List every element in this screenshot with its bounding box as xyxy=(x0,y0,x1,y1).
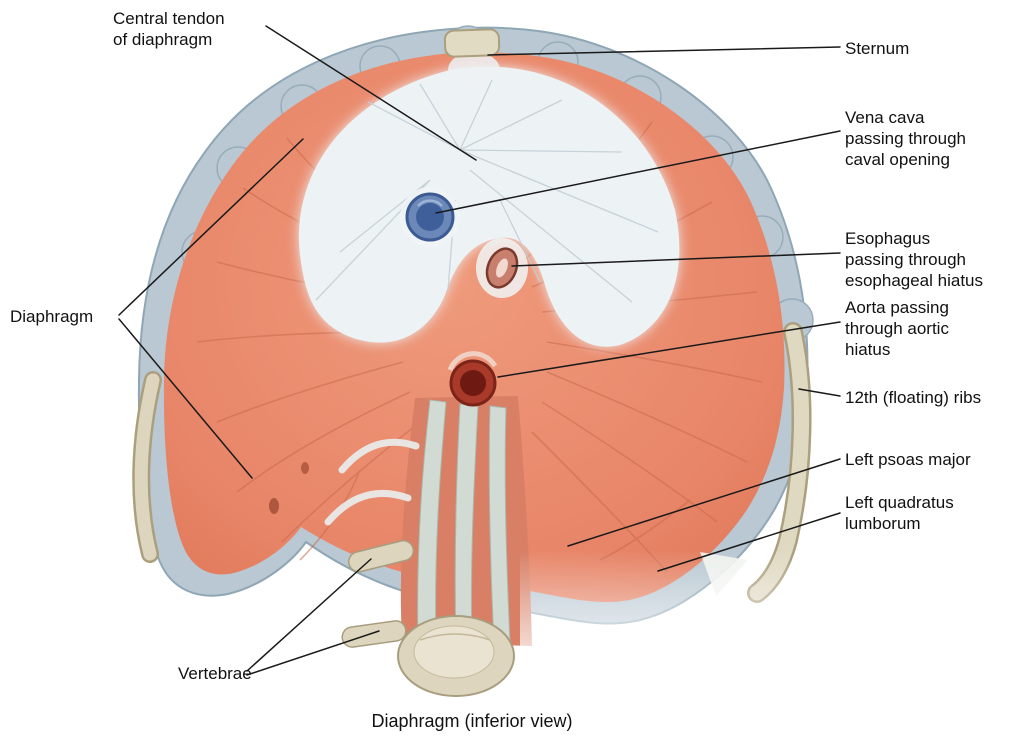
label-sternum: Sternum xyxy=(845,39,910,58)
label-vena-cava: Vena cava passing through caval opening xyxy=(845,108,966,170)
leader-ribs xyxy=(798,388,841,397)
muscle-spot xyxy=(301,462,309,474)
leader-quadratus xyxy=(657,512,841,572)
left-rib-bone xyxy=(132,371,162,563)
label-esophagus: Esophagus passing through esophageal hia… xyxy=(845,229,984,291)
leader-diaphragm-upper xyxy=(118,138,304,316)
label-ribs: 12th (floating) ribs xyxy=(845,388,982,407)
sternum-fringe xyxy=(448,52,500,88)
label-vertebrae: Vertebrae xyxy=(178,664,252,683)
caval-opening xyxy=(400,187,460,247)
central-tendon-region xyxy=(298,66,680,347)
aortic-hiatus xyxy=(447,351,498,407)
psoas-tendon-bands xyxy=(417,399,511,647)
figure-caption: Diaphragm (inferior view) xyxy=(371,711,573,731)
leader-central-tendon xyxy=(265,25,477,161)
leader-vertebrae-lower xyxy=(246,630,380,676)
leader-psoas xyxy=(567,458,841,547)
label-diaphragm: Diaphragm xyxy=(10,307,94,326)
label-central-tendon: Central tendon of diaphragm xyxy=(113,9,225,50)
arcuate-ligaments xyxy=(324,438,420,526)
leader-vertebrae-upper xyxy=(246,558,372,672)
label-quadratus: Left quadratus lumborum xyxy=(845,493,954,534)
vertebra-body xyxy=(397,615,515,697)
esophageal-hiatus xyxy=(476,238,528,298)
leader-diaphragm-lower xyxy=(118,318,253,479)
leader-vena-cava xyxy=(435,130,841,214)
label-psoas: Left psoas major xyxy=(845,450,971,469)
label-aorta: Aorta passing through aortic hiatus xyxy=(845,298,949,360)
bottom-fade xyxy=(520,550,790,685)
leader-lines xyxy=(118,25,841,676)
leader-esophagus xyxy=(511,252,841,267)
leader-aorta xyxy=(497,321,841,378)
sternum-bone xyxy=(443,28,501,58)
leader-sternum xyxy=(487,46,841,56)
muscle-spot xyxy=(269,498,279,514)
